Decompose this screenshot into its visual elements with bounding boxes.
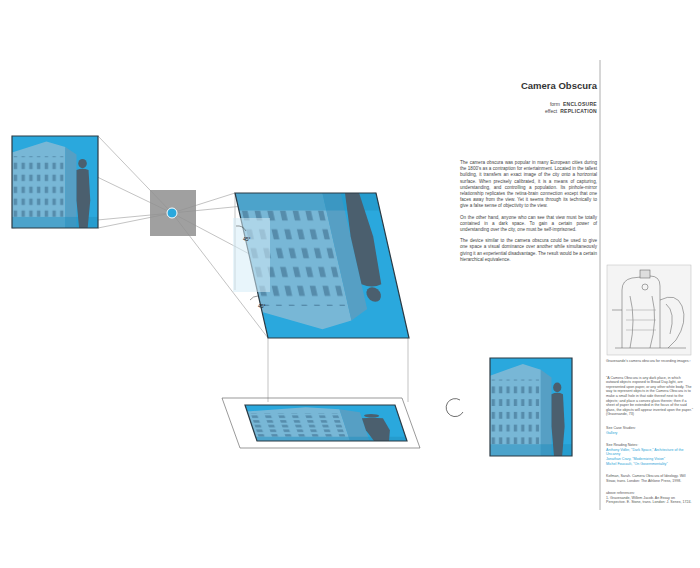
effect-label: effect [545,108,557,114]
angle-mark [250,296,258,300]
engraving [607,265,691,355]
projected-image [245,405,407,441]
figure-caption: Gravesande's camera obscura for recordin… [606,359,694,364]
form-row: formENCLOSURE [550,101,597,107]
reference: 1. Gravesande, Willem Jacob. An Essay on… [606,496,694,505]
effect-row: effectREPLICATION [545,108,597,114]
projection-lines [12,136,408,402]
reading-link: Anthony Vidler, "Dark Space," Architectu… [606,448,694,457]
essay-paragraph: The device similar to the camera obscura… [460,238,597,263]
effect-value: REPLICATION [560,108,597,114]
reading-link: Jonathan Crary, "Modernizing Vision" [606,457,694,462]
mirror-glass [233,218,270,292]
reference: Kofman, Sarah. Camera Obscura of Ideolog… [606,474,694,483]
sheet-title: Camera Obscura [521,80,597,91]
pinhole-box [150,190,196,236]
rotation-arc [446,399,463,417]
essay-paragraph: On the other hand, anyone who can see th… [460,215,597,234]
case-study-link: Gallery [606,431,694,436]
city-view-panel [490,358,572,456]
note-heading: See Case Studies: [606,426,694,431]
pinhole-lens [167,208,177,218]
angle-label: 45° [258,303,266,309]
essay-paragraph: The camera obscura was popular in many E… [460,160,597,210]
angle-group: 45° [258,303,266,309]
notes-column: Gravesande's camera obscura for recordin… [606,359,694,505]
angle-mark [236,226,246,231]
reading-link: Michel Foucault, "On Governmentality" [606,462,694,467]
note-heading: See Reading Notes: [606,443,694,448]
viewing-table [222,398,420,448]
angle-label: 45° [243,236,251,242]
note-heading: above references: [606,491,694,496]
column-rule [600,60,601,510]
quote-note: "A Camera Obscura is any dark place, in … [606,376,694,417]
form-value: ENCLOSURE [563,101,597,107]
form-label: form [550,101,560,107]
city-view-panel [12,136,98,228]
essay-column: The camera obscura was popular in many E… [460,160,597,263]
angle-group: 45° [243,236,251,242]
